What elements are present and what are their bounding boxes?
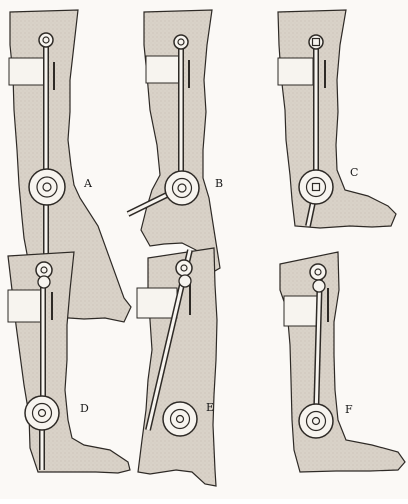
calf-strap (8, 290, 43, 322)
leg-outline (138, 248, 217, 486)
calf-strap (137, 288, 177, 318)
panel-f: F (280, 252, 405, 472)
panel-label-b: B (215, 177, 223, 190)
ankle-joint (299, 404, 333, 438)
panel-b: B (128, 10, 223, 276)
panel-label-e: E (206, 401, 214, 414)
knee-lock-ring (179, 275, 191, 287)
ankle-joint (299, 170, 333, 204)
ankle-joint (163, 402, 197, 436)
leg-outline (280, 252, 405, 472)
calf-strap (9, 58, 44, 85)
panel-label-d: D (80, 402, 89, 415)
calf-strap (284, 296, 318, 326)
panel-label-a: A (83, 177, 93, 190)
knee-joint (174, 35, 188, 49)
panel-label-c: C (350, 166, 358, 179)
knee-joint (39, 33, 53, 47)
calf-strap (278, 58, 313, 85)
knee-joint (309, 35, 323, 49)
knee-lock-ring (38, 276, 50, 288)
knee-lock-ring (313, 280, 325, 292)
ankle-joint (29, 169, 65, 205)
panel-c: C (278, 10, 396, 228)
calf-strap (146, 56, 181, 83)
panel-label-f: F (345, 403, 353, 416)
panel-e: E (137, 248, 217, 486)
leg-outline (278, 10, 396, 228)
knee-joint (176, 260, 192, 276)
knee-joint (310, 264, 326, 280)
ankle-joint (25, 396, 59, 430)
ankle-joint (165, 171, 199, 205)
